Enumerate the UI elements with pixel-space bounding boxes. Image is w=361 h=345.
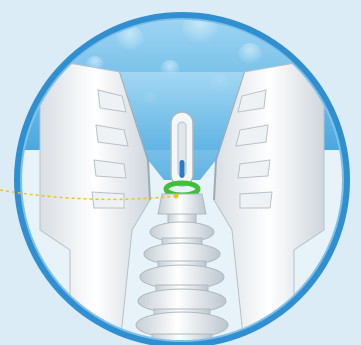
callout-anchor-dot: [174, 194, 179, 199]
inner-tube-blue: [180, 160, 185, 178]
stem-collar: [158, 194, 206, 214]
